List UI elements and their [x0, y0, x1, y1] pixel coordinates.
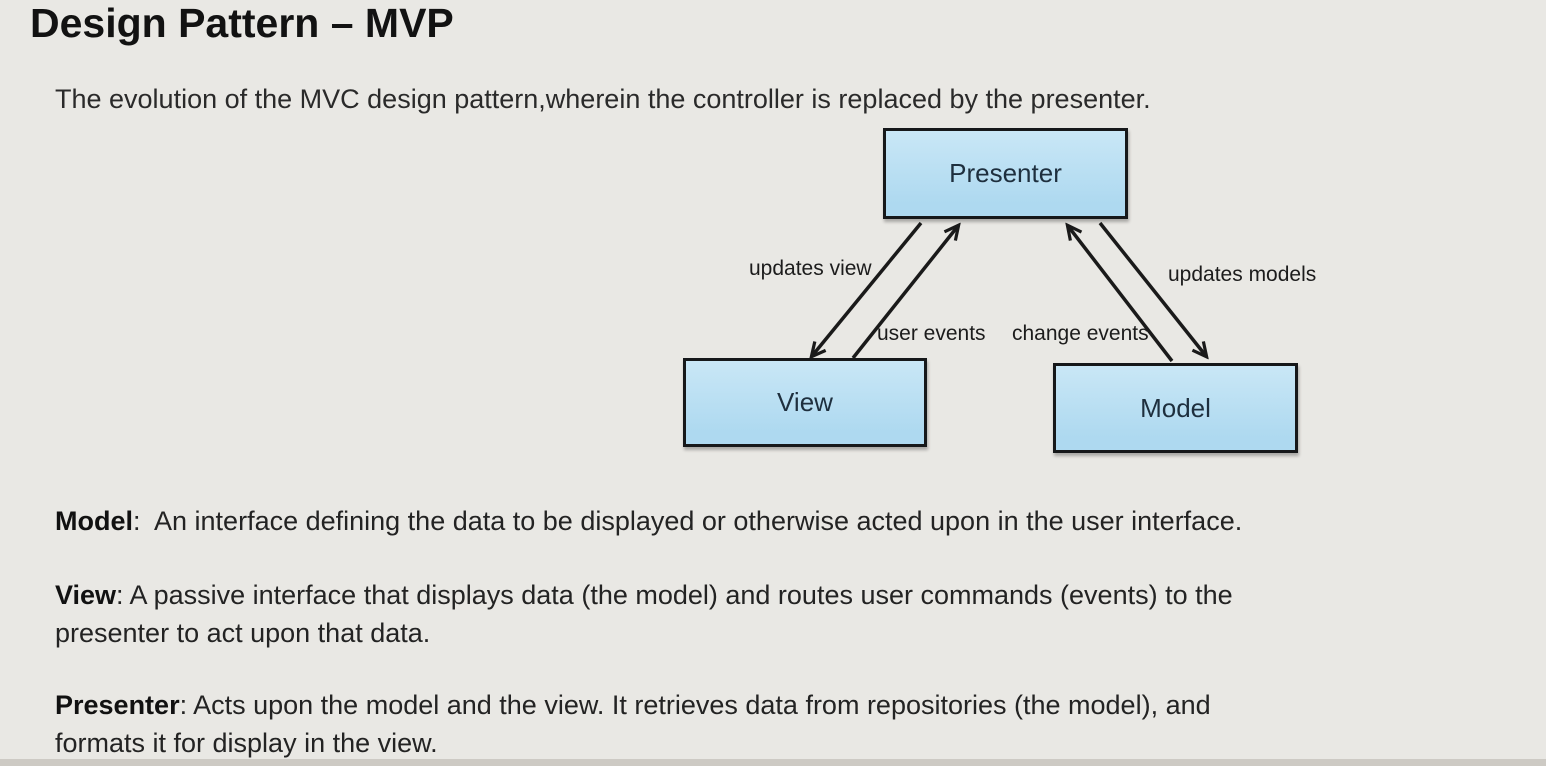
- edge-label-change-events: change events: [1012, 322, 1149, 345]
- definition-view: View: A passive interface that displays …: [55, 576, 1233, 652]
- definition-model: Model: An interface defining the data to…: [55, 502, 1242, 540]
- definition-view-text: : A passive interface that displays data…: [55, 580, 1233, 648]
- model-node: Model: [1053, 363, 1298, 453]
- view-node: View: [683, 358, 927, 447]
- definition-view-term: View: [55, 580, 117, 610]
- model-node-label: Model: [1140, 392, 1211, 423]
- definition-model-term: Model: [55, 506, 133, 536]
- presenter-node: Presenter: [883, 128, 1128, 219]
- definition-presenter: Presenter: Acts upon the model and the v…: [55, 686, 1211, 762]
- edge-label-updates-view: updates view: [749, 257, 872, 280]
- slide-subtitle: The evolution of the MVC design pattern,…: [55, 84, 1151, 114]
- page-title: Design Pattern – MVP: [30, 0, 454, 46]
- definition-presenter-text: : Acts upon the model and the view. It r…: [55, 690, 1211, 758]
- definition-presenter-term: Presenter: [55, 690, 180, 720]
- presenter-node-label: Presenter: [949, 158, 1062, 188]
- edge-label-user-events: user events: [877, 322, 986, 345]
- view-node-label: View: [777, 387, 833, 417]
- slide-bottom-edge: [0, 759, 1546, 766]
- edge-label-updates-models: updates models: [1168, 263, 1317, 286]
- definition-model-text: : An interface defining the data to be d…: [133, 506, 1243, 536]
